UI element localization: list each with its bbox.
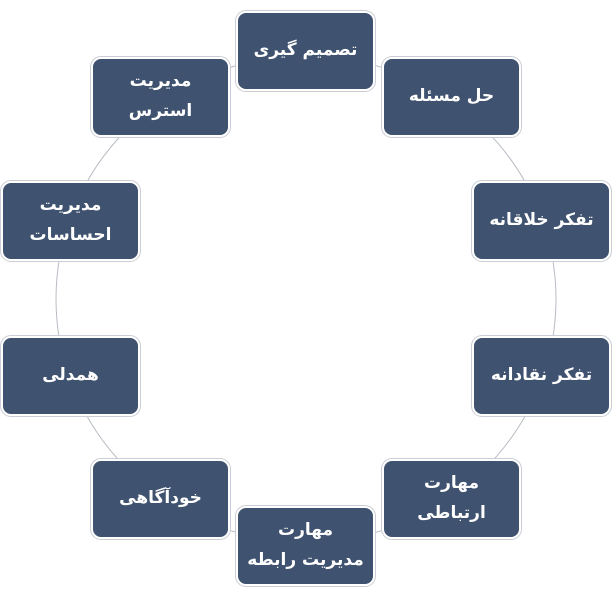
node-emotion-management: مدیریت احساسات — [1, 181, 140, 261]
node-creative-thinking: تفکر خلاقانه — [472, 181, 611, 261]
node-empathy: همدلی — [1, 336, 140, 416]
node-decision-making: تصمیم گیری — [236, 11, 375, 91]
node-stress-management: مدیریت استرس — [91, 57, 230, 137]
node-critical-thinking: تفکر نقادانه — [472, 336, 611, 416]
node-communication-skill: مهارت ارتباطی — [382, 459, 521, 539]
node-problem-solving: حل مسئله — [382, 57, 521, 137]
node-self-awareness: خودآگاهی — [91, 459, 230, 539]
node-relationship-management: مهارت مدیریت رابطه — [236, 506, 375, 586]
